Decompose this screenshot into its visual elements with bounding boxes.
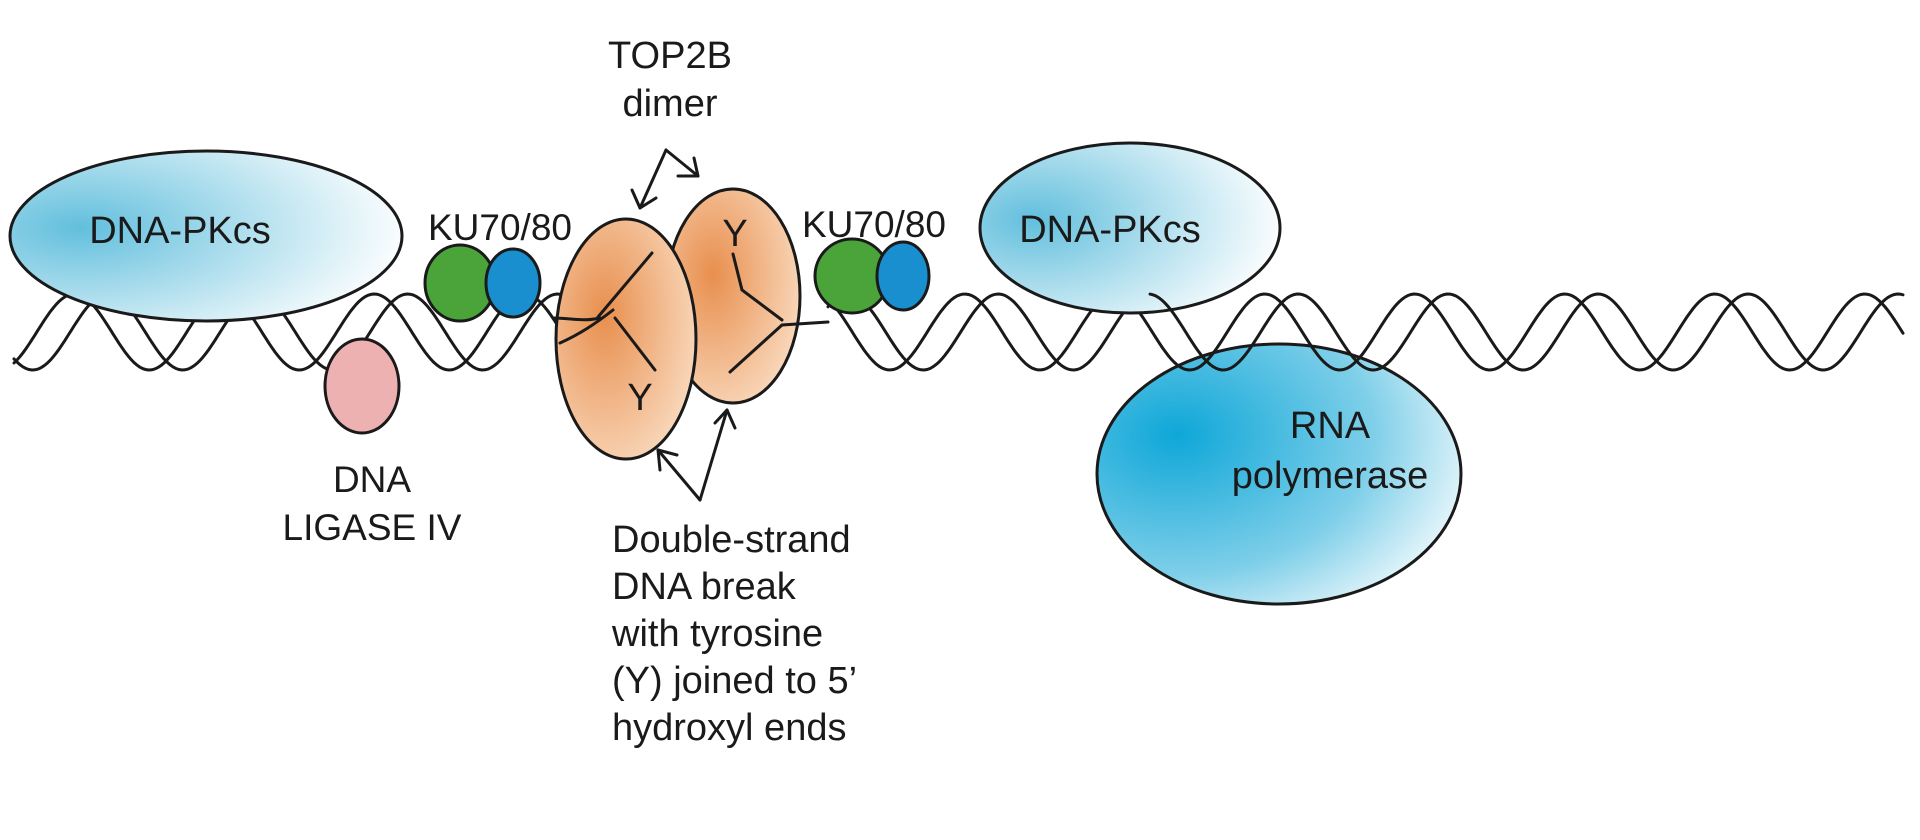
ku80-shape [484,247,542,319]
dna-strand [613,316,657,372]
ku-left-label: KU70/80 [428,207,572,248]
dna-strand [1148,292,1905,372]
top2b-annotation: TOP2B dimer [608,35,732,210]
arrow [638,148,668,210]
top2b-label-line2: dimer [622,83,717,125]
dna-pkcs-shape [8,149,404,323]
dsb-label-line: hydroxyl ends [612,707,846,749]
arrow-head [713,408,737,430]
dna-ligase-iv: DNA LIGASE IV [283,337,462,548]
arrow-head [630,188,658,210]
dsb-label-line: with tyrosine [611,613,823,655]
dna-strand [1148,292,1905,372]
dsb-label-line: DNA break [612,566,797,608]
top2b-subunit-left [554,217,698,461]
ligase-label-line2: LIGASE IV [283,507,462,548]
rna-polymerase-shape [1095,342,1463,606]
ku70-80-left: KU70/80 [423,207,572,323]
ku-right-label: KU70/80 [802,204,946,245]
dna-strand [551,316,602,322]
arrow [664,148,700,178]
arrow-head [676,156,700,178]
dna-strand [12,292,562,372]
rnap-label-line1: RNA [1290,405,1371,447]
rna-polymerase: RNA polymerase [1095,342,1463,606]
rnap-label-line2: polymerase [1232,455,1428,497]
top2b-dimer: Y Y [551,187,830,461]
dna-strand [826,292,1151,372]
dna-pkcs-right-label: DNA-PKcs [1019,209,1201,251]
arrow [656,448,702,502]
dna-pkcs-shape [978,141,1282,315]
arrow [698,408,729,502]
dna-pkcs-right: DNA-PKcs [978,141,1282,315]
ku70-80-right: KU70/80 [802,204,946,315]
dna-strand [596,251,654,319]
top2b-label-line1: TOP2B [608,35,732,77]
dna-pkcs-left-label: DNA-PKcs [89,210,271,252]
dna-strand [728,320,830,374]
dna-pkcs-left: DNA-PKcs [8,149,404,323]
ligase-label-line1: DNA [333,459,411,500]
dsb-label-line: Double-strand [612,519,851,561]
ligase-shape [323,337,401,435]
ku80-shape [875,240,931,312]
dna-strand [558,308,615,345]
tyrosine-left-label: Y [627,377,652,419]
tyrosine-right-label: Y [722,213,747,255]
dsb-label-line: (Y) joined to 5’ [612,660,857,702]
arrow-head [656,448,679,472]
dna-strand [731,252,784,322]
dna-helix-over-rnap [1148,292,1905,372]
